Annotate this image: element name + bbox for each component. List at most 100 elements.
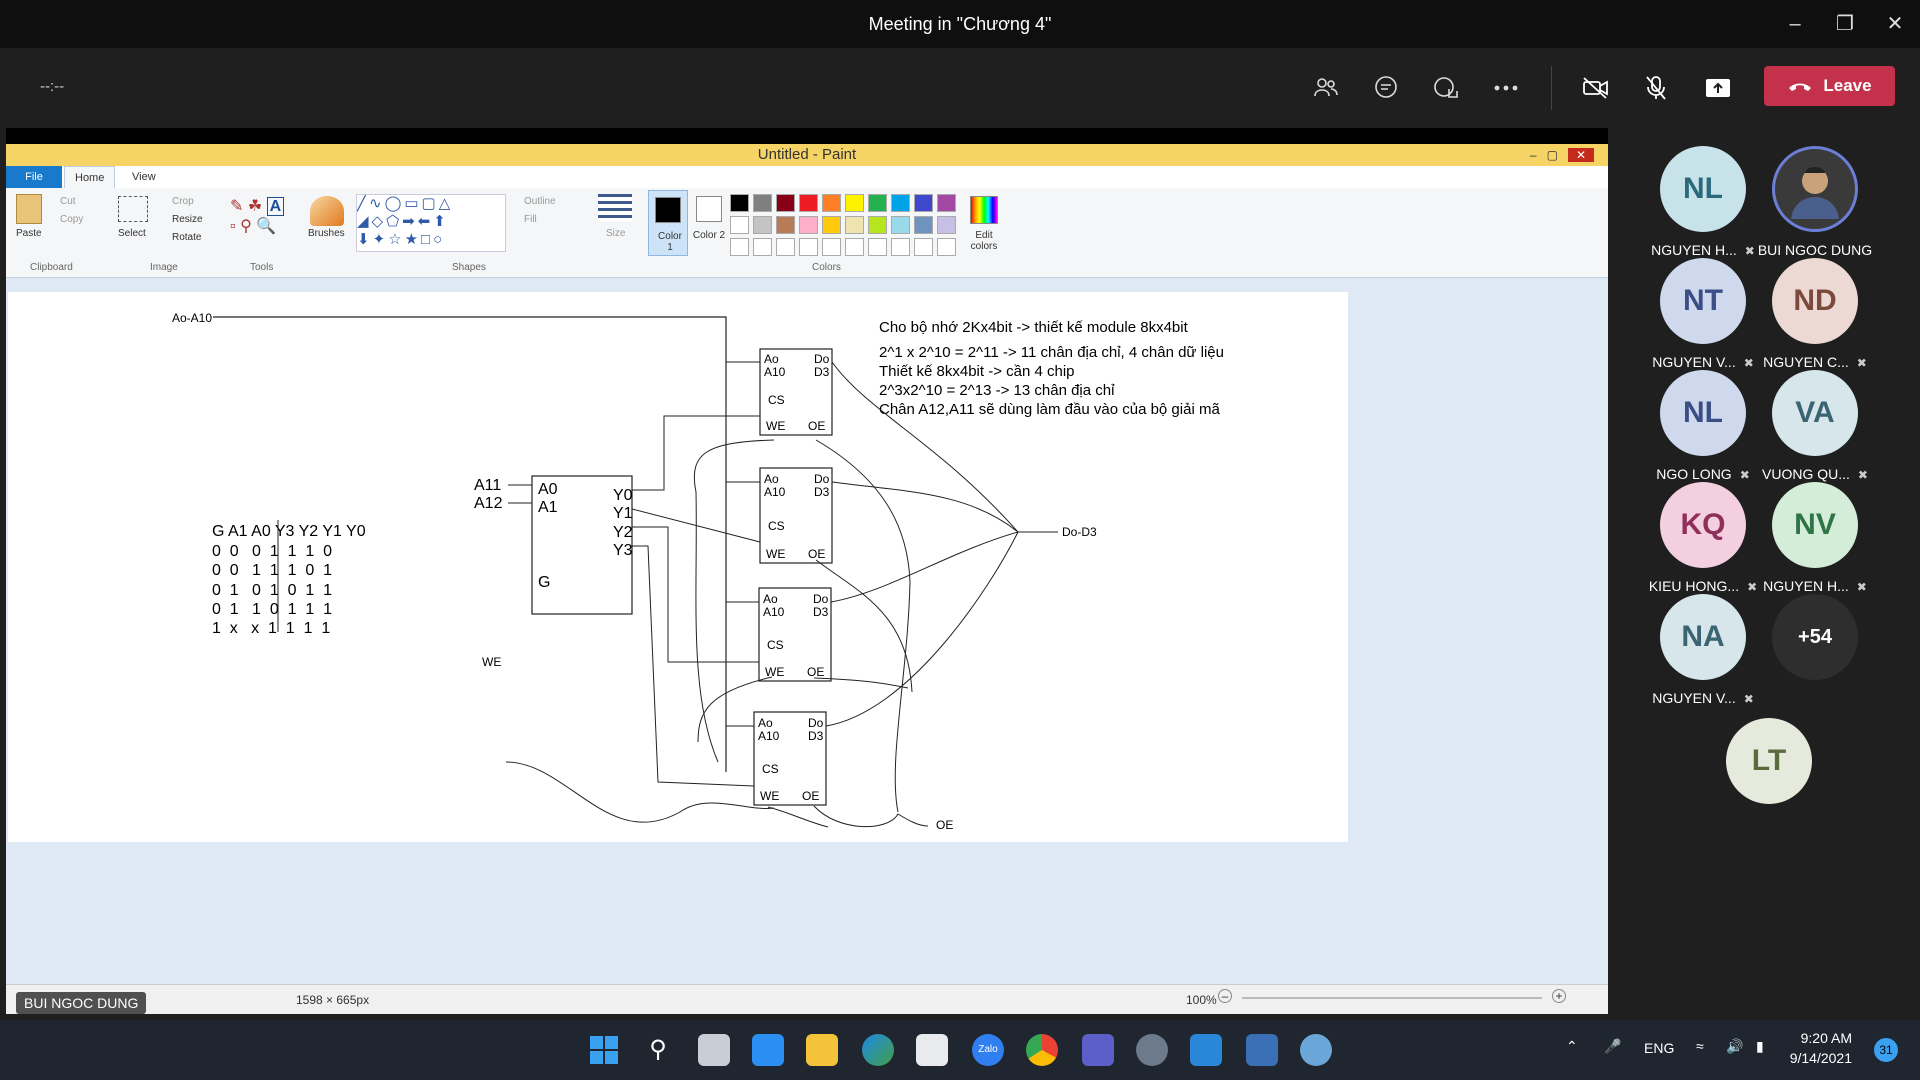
color-swatch[interactable] (937, 216, 956, 234)
notification-badge[interactable]: 31 (1874, 1038, 1898, 1062)
empty-color-swatch[interactable] (822, 238, 841, 256)
tools-icons[interactable]: ✎ ☘ A▫ ⚲ 🔍 (230, 196, 294, 246)
rotate-button[interactable]: Rotate (172, 232, 202, 243)
color-swatch[interactable] (868, 194, 887, 212)
battery-icon[interactable]: ▮ (1756, 1038, 1764, 1054)
empty-color-swatch[interactable] (799, 238, 818, 256)
color-swatch[interactable] (799, 194, 818, 212)
zoom-in-button[interactable]: + (1552, 989, 1566, 1003)
color-swatch[interactable] (753, 216, 772, 234)
reactions-button[interactable] (1426, 68, 1466, 108)
size-button[interactable]: Size (606, 228, 626, 239)
edit-colors-button[interactable]: Edit colors (970, 230, 998, 252)
fill-button[interactable]: Fill (524, 214, 537, 225)
devc-icon[interactable] (1246, 1034, 1278, 1066)
color-swatch[interactable] (753, 194, 772, 212)
tab-home[interactable]: Home (64, 166, 116, 188)
task-view-icon[interactable] (698, 1034, 730, 1066)
widgets-icon[interactable] (752, 1034, 784, 1066)
shapes-gallery[interactable]: ╱∿◯▭▢△◢◇⬠➡⬅⬆⬇✦☆★□○ (356, 194, 506, 252)
color-swatch[interactable] (845, 216, 864, 234)
empty-color-swatch[interactable] (937, 238, 956, 256)
size-icon[interactable] (598, 194, 632, 222)
chat-button[interactable] (1366, 68, 1406, 108)
crop-button[interactable]: Crop (172, 196, 194, 207)
paint-canvas[interactable]: Ao-A10 Cho bộ nhớ 2Kx4bit -> thiết kế mo… (8, 292, 1348, 842)
edit-colors-icon[interactable] (970, 196, 998, 224)
select-button[interactable]: Select (118, 228, 146, 239)
share-button[interactable] (1698, 68, 1738, 108)
clock-time[interactable]: 9:20 AM (1800, 1030, 1852, 1046)
color-swatch[interactable] (822, 216, 841, 234)
color-swatch[interactable] (914, 216, 933, 234)
empty-color-swatch[interactable] (753, 238, 772, 256)
empty-color-swatch[interactable] (914, 238, 933, 256)
participant-tile[interactable]: BUI NGOC DUNG (1750, 146, 1880, 258)
store-icon[interactable] (916, 1034, 948, 1066)
tab-file[interactable]: File (6, 166, 62, 188)
teams-icon[interactable] (1082, 1034, 1114, 1066)
start-button[interactable] (588, 1034, 620, 1066)
select-icon[interactable] (118, 196, 148, 222)
brush-icon[interactable] (310, 196, 344, 226)
color-swatch[interactable] (868, 216, 887, 234)
color-swatch[interactable] (891, 216, 910, 234)
empty-color-swatch[interactable] (730, 238, 749, 256)
color-swatch[interactable] (730, 194, 749, 212)
tray-mic-icon[interactable]: 🎤 (1604, 1038, 1622, 1054)
color2-swatch[interactable] (696, 196, 722, 222)
copy-button[interactable]: Copy (60, 214, 84, 225)
empty-color-swatch[interactable] (776, 238, 795, 256)
leave-button[interactable]: Leave (1764, 66, 1895, 106)
network-icon[interactable]: ≈ (1696, 1038, 1704, 1054)
empty-color-swatch[interactable] (891, 238, 910, 256)
empty-color-swatch[interactable] (845, 238, 864, 256)
color-swatch[interactable] (730, 216, 749, 234)
participant-tile[interactable]: LT (1704, 718, 1834, 804)
color-swatch[interactable] (799, 216, 818, 234)
color-swatch[interactable] (845, 194, 864, 212)
color-swatch[interactable] (914, 194, 933, 212)
paint-window-controls[interactable]: – ▢ ✕ (1530, 144, 1594, 166)
zalo-icon[interactable]: Zalo (972, 1034, 1004, 1066)
participant-tile[interactable]: +54 (1750, 594, 1880, 680)
mic-button[interactable] (1636, 68, 1676, 108)
color-swatch[interactable] (937, 194, 956, 212)
chrome-icon[interactable] (1026, 1034, 1058, 1066)
color-swatch[interactable] (822, 194, 841, 212)
outline-button[interactable]: Outline (524, 196, 556, 207)
settings-icon[interactable] (1136, 1034, 1168, 1066)
camera-button[interactable] (1576, 68, 1616, 108)
restore-button[interactable]: ❐ (1836, 13, 1854, 35)
tab-view[interactable]: View (132, 171, 156, 183)
search-button[interactable]: ⚲ (642, 1034, 674, 1066)
cut-button[interactable]: Cut (60, 196, 76, 207)
color1-selector[interactable]: Color 1 (648, 190, 688, 256)
close-button[interactable]: ✕ (1886, 13, 1904, 35)
edge-icon[interactable] (862, 1034, 894, 1066)
brushes-button[interactable]: Brushes (308, 228, 345, 239)
resize-button[interactable]: Resize (172, 214, 203, 225)
tray-chevron-icon[interactable]: ⌃ (1566, 1038, 1578, 1054)
zoom-slider[interactable] (1242, 997, 1542, 999)
paste-button[interactable]: Paste (16, 228, 42, 239)
color-swatch[interactable] (891, 194, 910, 212)
paste-icon[interactable] (16, 194, 42, 224)
color-swatch[interactable] (776, 216, 795, 234)
more-button[interactable] (1486, 68, 1526, 108)
volume-icon[interactable]: 🔊 (1726, 1038, 1744, 1054)
paint-app-icon[interactable] (1300, 1034, 1332, 1066)
color-swatch[interactable] (776, 194, 795, 212)
minimize-button[interactable]: – (1789, 13, 1801, 35)
file-explorer-icon[interactable] (806, 1034, 838, 1066)
zoom-out-button[interactable]: – (1218, 989, 1232, 1003)
people-button[interactable] (1306, 68, 1346, 108)
